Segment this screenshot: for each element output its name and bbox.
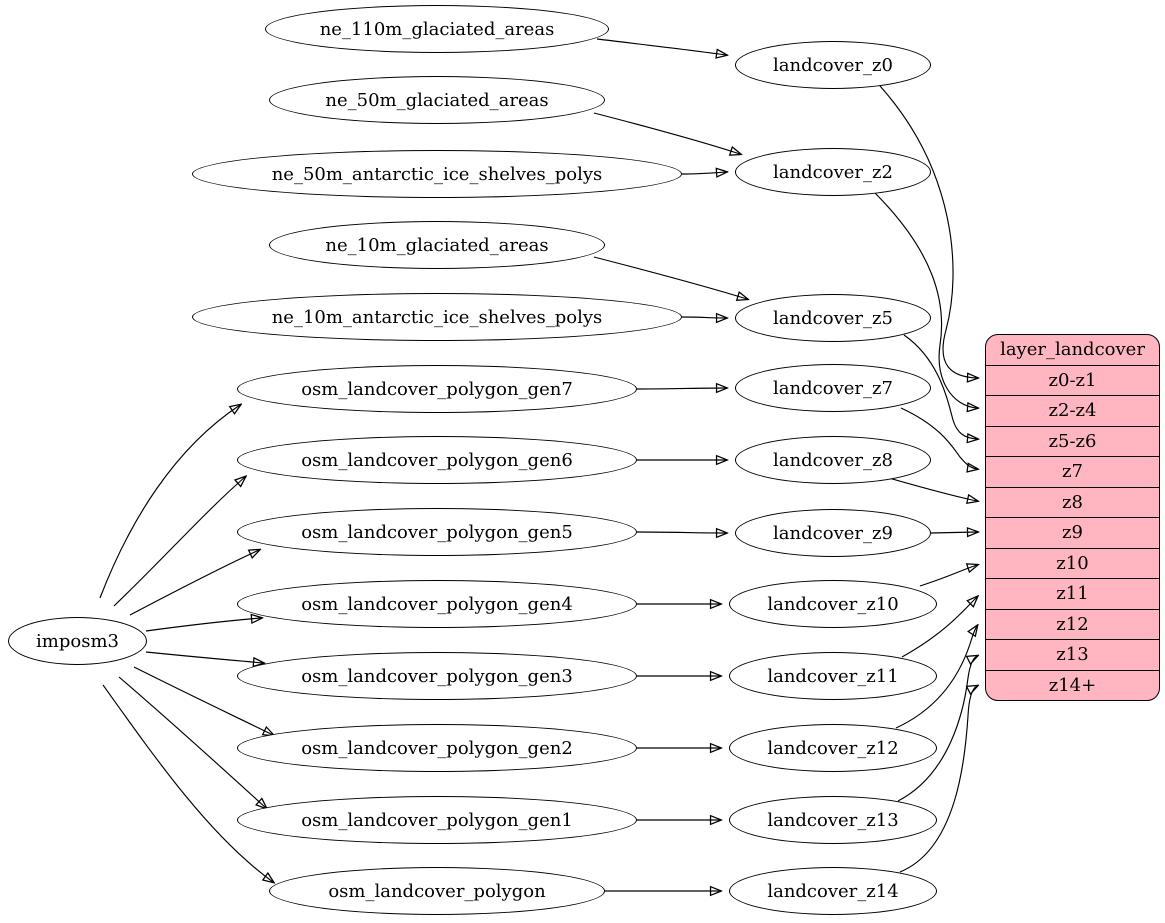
- table-row-z14plus: z14+: [986, 669, 1159, 701]
- edge-landcover-z2-to-row-z2-z4: [873, 191, 977, 408]
- edge-ne-50m-antarctic-ice-shelves-polys-to-landcover-z2: [681, 172, 726, 174]
- edge-imposm3-to-gen4: [145, 618, 261, 632]
- node-ne-10m-glaciated-areas: ne_10m_glaciated_areas: [269, 221, 605, 269]
- node-layer-landcover: layer_landcover z0-z1 z2-z4 z5-z6 z7 z8 …: [985, 334, 1160, 701]
- table-row-z9: z9: [986, 517, 1159, 548]
- node-osm-landcover-polygon-gen6: osm_landcover_polygon_gen6: [237, 436, 637, 484]
- node-osm-landcover-polygon-gen2: osm_landcover_polygon_gen2: [237, 724, 637, 772]
- edge-landcover-z12-to-row-z12: [895, 626, 977, 729]
- node-landcover-z5: landcover_z5: [735, 294, 931, 342]
- node-landcover-z8: landcover_z8: [735, 436, 931, 484]
- edge-ne-10m-antarctic-ice-shelves-polys-to-landcover-z5: [681, 317, 726, 318]
- node-ne-10m-antarctic-ice-shelves-polys: ne_10m_antarctic_ice_shelves_polys: [192, 293, 682, 341]
- node-landcover-z2: landcover_z2: [735, 148, 931, 196]
- edge-ne-50m-glaciated-areas-to-landcover-z2: [593, 112, 740, 154]
- node-landcover-z13: landcover_z13: [729, 796, 937, 844]
- node-osm-landcover-polygon-gen3: osm_landcover_polygon_gen3: [237, 652, 637, 700]
- node-landcover-z11: landcover_z11: [729, 652, 937, 700]
- edge-gen7-to-landcover-z7: [636, 388, 726, 389]
- edge-imposm3-to-gen6: [113, 477, 245, 607]
- node-ne-50m-glaciated-areas: ne_50m_glaciated_areas: [269, 76, 605, 124]
- edge-ne-10m-glaciated-areas-to-landcover-z5: [593, 256, 747, 299]
- edge-imposm3-to-gen5: [129, 550, 259, 616]
- edge-imposm3-to-gen1: [118, 676, 266, 808]
- node-ne-50m-antarctic-ice-shelves-polys: ne_50m_antarctic_ice_shelves_polys: [192, 150, 682, 198]
- edge-imposm3-to-gen2: [133, 666, 273, 735]
- table-row-z11: z11: [986, 578, 1159, 609]
- table-row-z0-z1: z0-z1: [986, 364, 1159, 396]
- node-landcover-z9: landcover_z9: [735, 509, 931, 557]
- table-row-z13: z13: [986, 639, 1159, 670]
- edge-landcover-z7-to-row-z7: [900, 407, 977, 469]
- edge-landcover-z11-to-row-z11: [901, 597, 977, 658]
- node-ne-110m-glaciated-areas: ne_110m_glaciated_areas: [265, 5, 609, 53]
- table-row-z5-z6: z5-z6: [986, 425, 1159, 457]
- node-imposm3: imposm3: [8, 617, 147, 665]
- table-row-z8: z8: [986, 486, 1159, 518]
- edge-gen5-to-landcover-z9: [636, 532, 726, 533]
- node-osm-landcover-polygon: osm_landcover_polygon: [269, 867, 605, 915]
- edge-imposm3-to-gen7: [99, 405, 240, 599]
- edge-landcover-z9-to-row-z9: [930, 532, 977, 533]
- node-osm-landcover-polygon-gen4: osm_landcover_polygon_gen4: [237, 580, 637, 628]
- table-row-z2-z4: z2-z4: [986, 395, 1159, 426]
- table-row-z10: z10: [986, 547, 1159, 579]
- edge-ne-110m-glaciated-areas-to-landcover-z0: [596, 38, 726, 55]
- edge-landcover-z10-to-row-z10: [919, 565, 977, 587]
- table-row-z12: z12: [986, 608, 1159, 640]
- edge-imposm3-to-gen3: [145, 651, 263, 663]
- edge-imposm3-to-osm-landcover-polygon: [102, 684, 273, 882]
- node-landcover-z12: landcover_z12: [729, 724, 937, 772]
- node-osm-landcover-polygon-gen7: osm_landcover_polygon_gen7: [237, 365, 637, 413]
- edge-landcover-z14-to-row-z14plus: [899, 686, 977, 873]
- node-osm-landcover-polygon-gen5: osm_landcover_polygon_gen5: [237, 508, 637, 556]
- node-osm-landcover-polygon-gen1: osm_landcover_polygon_gen1: [237, 796, 637, 844]
- node-landcover-z0: landcover_z0: [735, 41, 931, 89]
- node-landcover-z7: landcover_z7: [735, 364, 931, 412]
- node-landcover-z14: landcover_z14: [729, 867, 937, 915]
- edge-landcover-z8-to-row-z8: [888, 477, 977, 501]
- node-landcover-z10: landcover_z10: [729, 580, 937, 628]
- table-title: layer_landcover: [1000, 339, 1145, 361]
- table-row-z7: z7: [986, 456, 1159, 487]
- edge-landcover-z0-to-row-z0-z1: [879, 85, 977, 378]
- edge-landcover-z5-to-row-z5-z6: [903, 334, 977, 439]
